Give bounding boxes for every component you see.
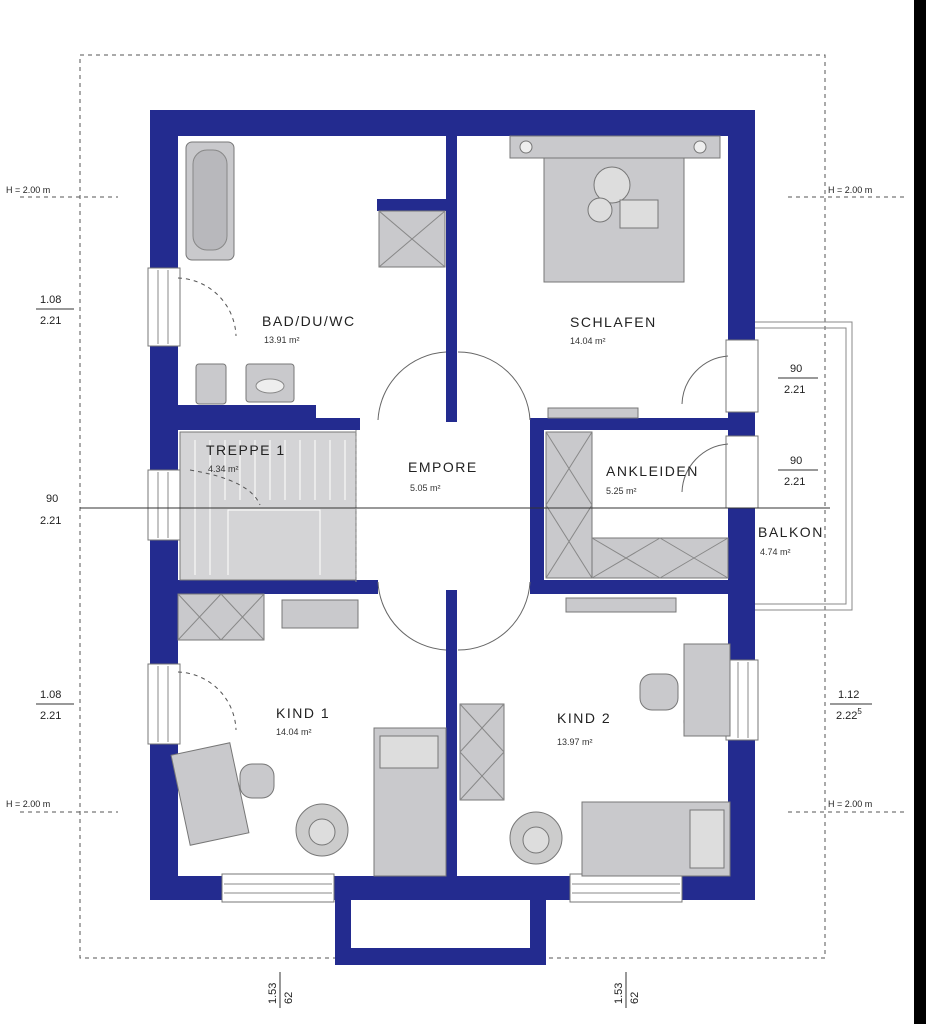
room-area-balkon: 4.74 m² [760,547,791,557]
right-edge-bar [914,0,926,1024]
room-name-empore: EMPORE [408,459,478,475]
dim-right-bottom-width: 1.12 [838,689,859,701]
room-name-kind1: KIND 1 [276,705,330,721]
windows [147,267,759,903]
bathroom-fixtures [185,141,446,405]
room-name-ankleiden: ANKLEIDEN [606,463,699,479]
dim-bottom-right-width: 1.53 [613,983,625,1004]
dim-left-bottom-width: 1.08 [40,689,61,701]
height-markers: H = 2.00 m H = 2.00 m H = 2.00 m H = 2.0… [4,184,908,813]
height-label-top-right: H = 2.00 m [828,185,872,195]
dim-left-top-width: 1.08 [40,294,61,306]
room-area-bad: 13.91 m² [264,335,300,345]
dim-left-top-height: 2.21 [40,315,61,327]
dim-right-mid-width: 90 [790,455,802,467]
room-name-treppe: TREPPE 1 [206,442,286,458]
room-labels: BAD/DU/WC 13.91 m² SCHLAFEN 14.04 m² TRE… [206,313,824,747]
room-area-ankleiden: 5.25 m² [606,486,637,496]
dim-right-mid-height: 2.21 [784,476,805,488]
dim-bottom-left-width: 1.53 [267,983,279,1004]
room-area-kind1: 14.04 m² [276,727,312,737]
height-label-bottom-right: H = 2.00 m [828,799,872,809]
window-dimensions: 1.08 2.21 90 2.21 1.08 2.21 90 2.21 90 2… [36,294,872,1008]
room-area-kind2: 13.97 m² [557,737,593,747]
dim-left-mid-height: 2.21 [40,515,61,527]
dim-bottom-left-height: 62 [283,992,295,1004]
dim-right-top-width: 90 [790,363,802,375]
wardrobes [545,431,729,579]
kind2-furniture [459,597,731,877]
height-label-top-left: H = 2.00 m [6,185,50,195]
dim-left-bottom-height: 2.21 [40,710,61,722]
staircase [179,431,357,581]
room-area-empore: 5.05 m² [410,483,441,493]
kind1-furniture [170,593,447,877]
room-name-balkon: BALKON [758,524,824,540]
balcony-railing [755,321,853,611]
dim-right-bottom-height: 2.225 [836,707,862,722]
dim-left-mid-width: 90 [46,493,58,505]
height-label-bottom-left: H = 2.00 m [6,799,50,809]
room-name-schlafen: SCHLAFEN [570,314,657,330]
room-name-kind2: KIND 2 [557,710,611,726]
room-name-bad: BAD/DU/WC [262,313,356,329]
dim-bottom-right-height: 62 [629,992,641,1004]
bed-double [509,135,721,419]
room-area-schlafen: 14.04 m² [570,336,606,346]
dim-right-top-height: 2.21 [784,384,805,396]
room-area-treppe: 4.34 m² [208,464,239,474]
